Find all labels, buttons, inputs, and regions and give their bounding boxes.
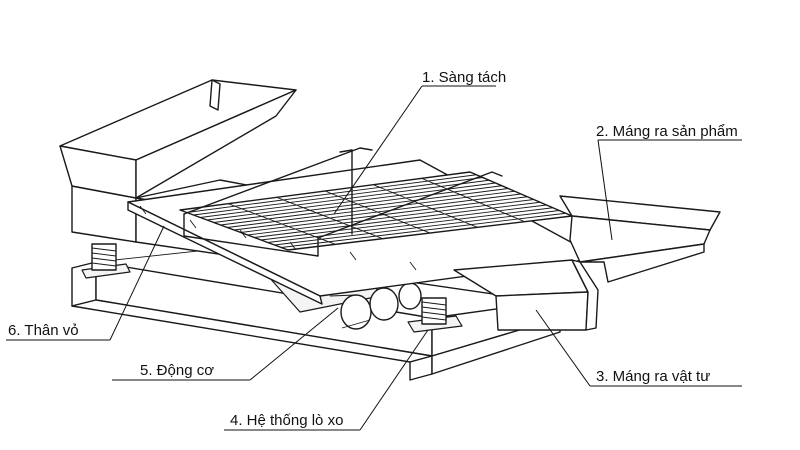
product-chute: [559, 195, 721, 283]
label-spring-system: 4. Hệ thống lò xo: [230, 412, 343, 429]
label-body: 6. Thân vỏ: [8, 322, 79, 339]
label-motor: 5. Động cơ: [140, 362, 214, 379]
mesh-rib: [373, 184, 478, 228]
label-sieve: 1. Sàng tách: [422, 69, 506, 86]
label-product-chute: 2. Máng ra sản phẩm: [596, 123, 738, 140]
label-material-chute: 3. Máng ra vật tư: [596, 368, 710, 385]
mesh-rib: [324, 190, 431, 234]
spring-right: [407, 297, 463, 333]
leader-lines: [6, 85, 742, 431]
mesh-rib: [276, 196, 383, 240]
screen-deck: [127, 147, 601, 305]
material-chute: [453, 259, 599, 331]
feed-hopper: [59, 79, 297, 199]
spring-left: [81, 243, 131, 279]
mesh-rib: [421, 177, 525, 223]
